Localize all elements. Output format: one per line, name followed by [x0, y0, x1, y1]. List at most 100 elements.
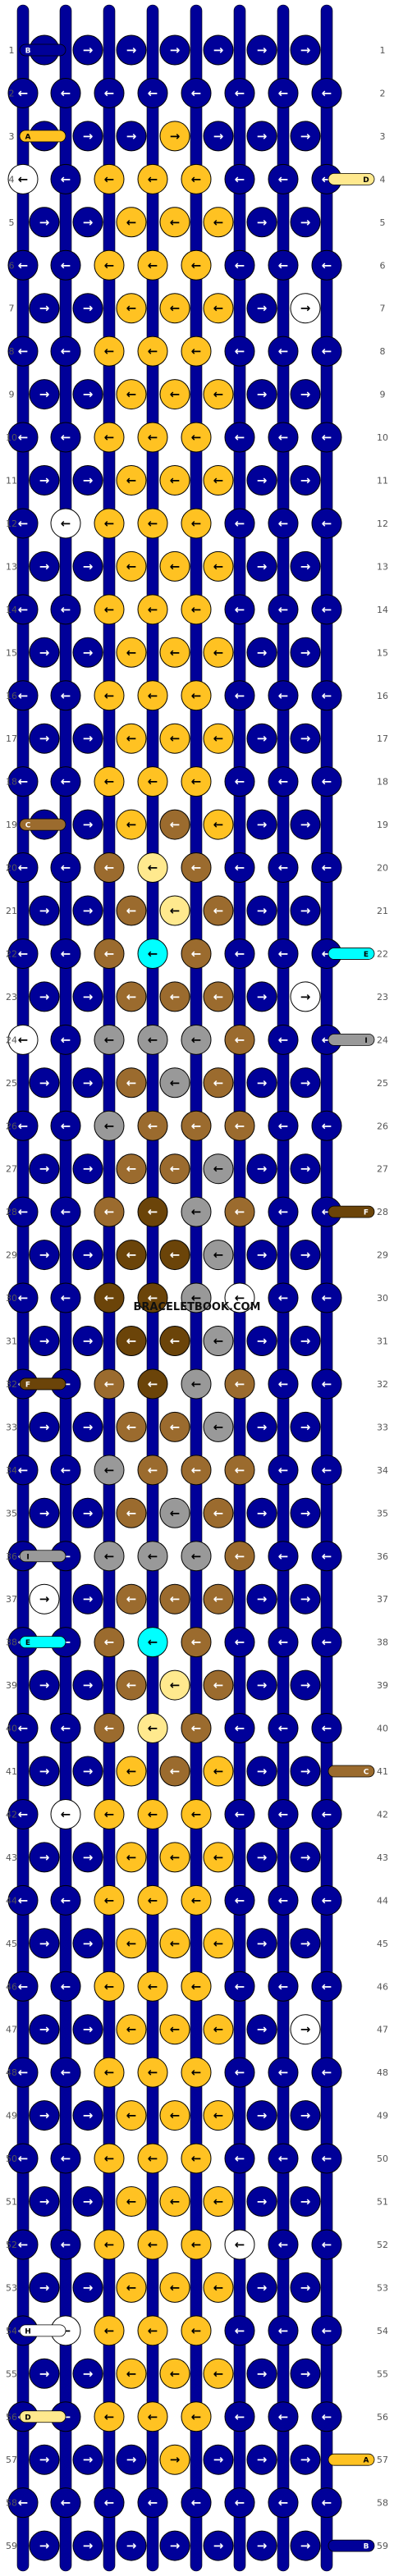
arrow-right-icon: →	[83, 1505, 94, 1520]
knot: ←	[224, 680, 255, 711]
arrow-left-icon: ←	[126, 215, 137, 230]
knot-circle	[224, 77, 255, 108]
knot: ←	[94, 1368, 125, 1400]
knot-circle	[50, 1713, 81, 1744]
knot-circle	[311, 336, 342, 367]
knot-circle	[224, 938, 255, 969]
knot: ←	[203, 1326, 234, 1356]
knot-circle	[137, 249, 168, 281]
knot: →	[290, 379, 321, 410]
knot-circle	[203, 895, 234, 926]
arrow-left-icon: ←	[322, 1806, 332, 1821]
knot: ←	[116, 2186, 147, 2217]
arrow-right-icon: →	[39, 2538, 50, 2553]
knot: ←	[268, 1713, 299, 1744]
arrow-left-icon: ←	[213, 1334, 224, 1349]
knot: ←	[224, 1455, 255, 1486]
knot-circle	[116, 465, 147, 496]
arrow-right-icon: →	[257, 1678, 268, 1692]
knot: ←	[268, 2487, 299, 2519]
knot: ←	[159, 1067, 190, 1098]
knot: ←	[159, 1928, 190, 1959]
arrow-left-icon: ←	[213, 1850, 224, 1865]
knot-circle	[224, 1282, 255, 1313]
arrow-left-icon: ←	[213, 2195, 224, 2209]
knot-circle	[116, 1669, 147, 1701]
strand-tag-bar	[19, 2410, 66, 2423]
row-number-right: 55	[377, 2368, 388, 2379]
knot: ←	[224, 1110, 255, 1141]
knot-circle	[159, 379, 190, 410]
knot-circle	[268, 1024, 299, 1055]
knot-circle	[7, 1455, 39, 1486]
arrow-left-icon: ←	[322, 861, 332, 875]
arrow-left-icon: ←	[322, 1721, 332, 1736]
knot-circle	[72, 2358, 103, 2389]
arrow-left-icon: ←	[126, 1162, 137, 1176]
knot: ←	[7, 594, 39, 625]
knot: ←	[7, 249, 39, 281]
row-number-left: 5	[9, 217, 15, 228]
knot-circle	[159, 1842, 190, 1873]
arrow-left-icon: ←	[126, 2022, 137, 2037]
row-number-left: 16	[6, 691, 17, 701]
arrow-left-icon: ←	[148, 602, 158, 617]
knot: ←	[116, 809, 147, 840]
arrow-left-icon: ←	[235, 688, 245, 703]
arrow-left-icon: ←	[278, 1377, 289, 1391]
knot-circle	[29, 2014, 60, 2045]
strand-tag-letter: I	[364, 1037, 367, 1045]
row-number-left: 11	[6, 476, 17, 486]
knot-circle	[203, 1669, 234, 1701]
knot-circle	[203, 1067, 234, 1098]
knot: ←	[311, 1455, 342, 1486]
knot-circle	[29, 1240, 60, 1271]
knot-circle	[72, 1756, 103, 1787]
arrow-right-icon: →	[39, 1334, 50, 1349]
arrow-left-icon: ←	[191, 1721, 202, 1736]
strand-tag-bar	[19, 2324, 66, 2337]
knot-circle	[224, 1884, 255, 1916]
knot: ←	[50, 766, 81, 797]
knot-circle	[181, 680, 212, 711]
knot: ←	[116, 1411, 147, 1442]
arrow-left-icon: ←	[322, 688, 332, 703]
knot: ←	[137, 2315, 168, 2346]
knot-circle	[94, 1196, 125, 1227]
strand-tag-letter: B	[364, 2543, 369, 2551]
knot: ←	[203, 207, 234, 238]
knot: ←	[7, 1971, 39, 2002]
knot-circle	[203, 981, 234, 1012]
knot-circle	[72, 981, 103, 1012]
knot-circle	[50, 2057, 81, 2088]
strand-tag-h: H	[19, 2324, 66, 2337]
knot-circle	[203, 1411, 234, 1442]
knot: →	[290, 809, 321, 840]
knot: →	[72, 379, 103, 410]
row-number-right: 25	[377, 1078, 388, 1089]
arrow-left-icon: ←	[235, 1463, 245, 1478]
knot: ←	[137, 336, 168, 367]
arrow-right-icon: →	[300, 2022, 311, 2037]
knot: ←	[224, 1798, 255, 1829]
knot: ←	[94, 1541, 125, 1572]
arrow-left-icon: ←	[148, 516, 158, 531]
knot: →	[72, 1583, 103, 1615]
knot-circle	[290, 550, 321, 582]
knot: ←	[268, 2401, 299, 2432]
arrow-left-icon: ←	[213, 1592, 224, 1606]
knot-circle	[159, 2014, 190, 2045]
arrow-left-icon: ←	[322, 2151, 332, 2166]
arrow-right-icon: →	[83, 129, 94, 144]
knot-circle	[268, 1282, 299, 1313]
knot-circle	[116, 723, 147, 754]
arrow-left-icon: ←	[191, 516, 202, 531]
knot: →	[72, 550, 103, 582]
knot-circle	[7, 1110, 39, 1141]
knot-circle	[311, 2143, 342, 2174]
arrow-left-icon: ←	[322, 1549, 332, 1564]
arrow-left-icon: ←	[235, 85, 245, 100]
knot: ←	[137, 1282, 168, 1313]
arrow-left-icon: ←	[170, 301, 181, 316]
knot: ←	[268, 2315, 299, 2346]
